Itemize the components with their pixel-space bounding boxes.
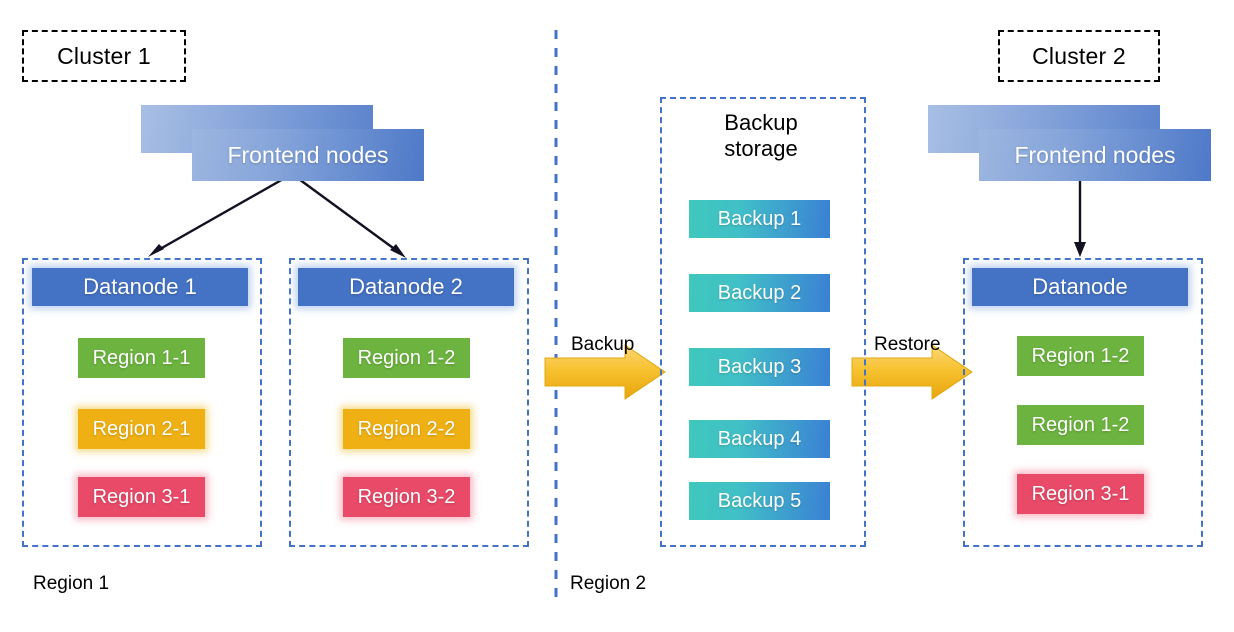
cluster-2-tag: Cluster 2 — [998, 30, 1160, 82]
frontend-nodes-right-group: Frontend nodes — [928, 105, 1218, 185]
backup-item-0-label: Backup 1 — [717, 207, 802, 230]
backup-item-2[interactable]: Backup 3 — [689, 348, 830, 386]
connector-frontend-to-datanode-1 — [148, 172, 293, 257]
datanode-2-region-2-label: Region 3-2 — [357, 485, 456, 508]
datanode-2-region-1[interactable]: Region 2-2 — [343, 409, 470, 449]
frontend-nodes-left[interactable]: Frontend nodes — [192, 129, 424, 181]
datanode-2-region-2[interactable]: Region 3-2 — [343, 477, 470, 517]
datanode-1-region-2-label: Region 3-1 — [92, 485, 191, 508]
connector-frontend-to-datanode-2 — [291, 173, 406, 258]
backup-item-1-label: Backup 2 — [717, 281, 802, 304]
flow-restore-label: Restore — [874, 334, 941, 356]
datanode-restored-container — [963, 258, 1203, 547]
backup-item-1[interactable]: Backup 2 — [689, 274, 830, 312]
datanode-2-region-1-label: Region 2-2 — [357, 417, 456, 440]
flow-backup-label: Backup — [571, 334, 634, 356]
datanode-1-region-0[interactable]: Region 1-1 — [78, 338, 205, 378]
datanode-2-container — [289, 258, 529, 547]
backup-item-2-label: Backup 3 — [717, 355, 802, 378]
connector-frontend-to-datanode-right — [1074, 178, 1086, 257]
datanode-1-region-1[interactable]: Region 2-1 — [78, 409, 205, 449]
datanode-1-region-2[interactable]: Region 3-1 — [78, 477, 205, 517]
backup-storage-container — [660, 97, 866, 547]
datanode-1-region-1-label: Region 2-1 — [92, 417, 191, 440]
footer-region-2-label: Region 2 — [570, 573, 647, 594]
datanode-2-header-label: Datanode 2 — [349, 274, 463, 299]
datanode-restored-header-label: Datanode — [1032, 274, 1128, 299]
datanode-2-region-0[interactable]: Region 1-2 — [343, 338, 470, 378]
backup-item-4-label: Backup 5 — [717, 489, 802, 512]
datanode-restored-region-0[interactable]: Region 1-2 — [1017, 336, 1144, 376]
footer-region-1: Region 1 — [33, 573, 109, 595]
datanode-restored-region-0-label: Region 1-2 — [1031, 344, 1130, 367]
flow-backup-label-text: Backup — [571, 334, 635, 355]
datanode-restored-header[interactable]: Datanode — [972, 268, 1188, 306]
cluster-2-label: Cluster 2 — [1032, 42, 1126, 69]
backup-item-3[interactable]: Backup 4 — [689, 420, 830, 458]
backup-item-0[interactable]: Backup 1 — [689, 200, 830, 238]
datanode-2-region-0-label: Region 1-2 — [357, 346, 456, 369]
backup-storage-title: Backup storage — [724, 110, 798, 161]
datanode-1-region-0-label: Region 1-1 — [92, 346, 191, 369]
cluster-1-label: Cluster 1 — [57, 42, 151, 69]
flow-restore-label-text: Restore — [874, 334, 941, 355]
footer-region-2: Region 2 — [570, 573, 646, 595]
datanode-restored-region-1[interactable]: Region 1-2 — [1017, 405, 1144, 445]
frontend-nodes-left-label: Frontend nodes — [227, 141, 389, 168]
footer-region-1-label: Region 1 — [33, 573, 110, 594]
backup-item-3-label: Backup 4 — [717, 427, 802, 450]
frontend-nodes-right-label: Frontend nodes — [1014, 141, 1176, 168]
backup-item-4[interactable]: Backup 5 — [689, 482, 830, 520]
frontend-nodes-left-group: Frontend nodes — [141, 105, 431, 185]
datanode-restored-region-2-label: Region 3-1 — [1031, 482, 1130, 505]
datanode-1-container — [22, 258, 262, 547]
datanode-restored-region-2[interactable]: Region 3-1 — [1017, 474, 1144, 514]
cluster-1-tag: Cluster 1 — [22, 30, 186, 82]
frontend-nodes-right[interactable]: Frontend nodes — [979, 129, 1211, 181]
datanode-2-header[interactable]: Datanode 2 — [298, 268, 514, 306]
datanode-1-header-label: Datanode 1 — [83, 274, 197, 299]
datanode-1-header[interactable]: Datanode 1 — [32, 268, 248, 306]
datanode-restored-region-1-label: Region 1-2 — [1031, 413, 1130, 436]
